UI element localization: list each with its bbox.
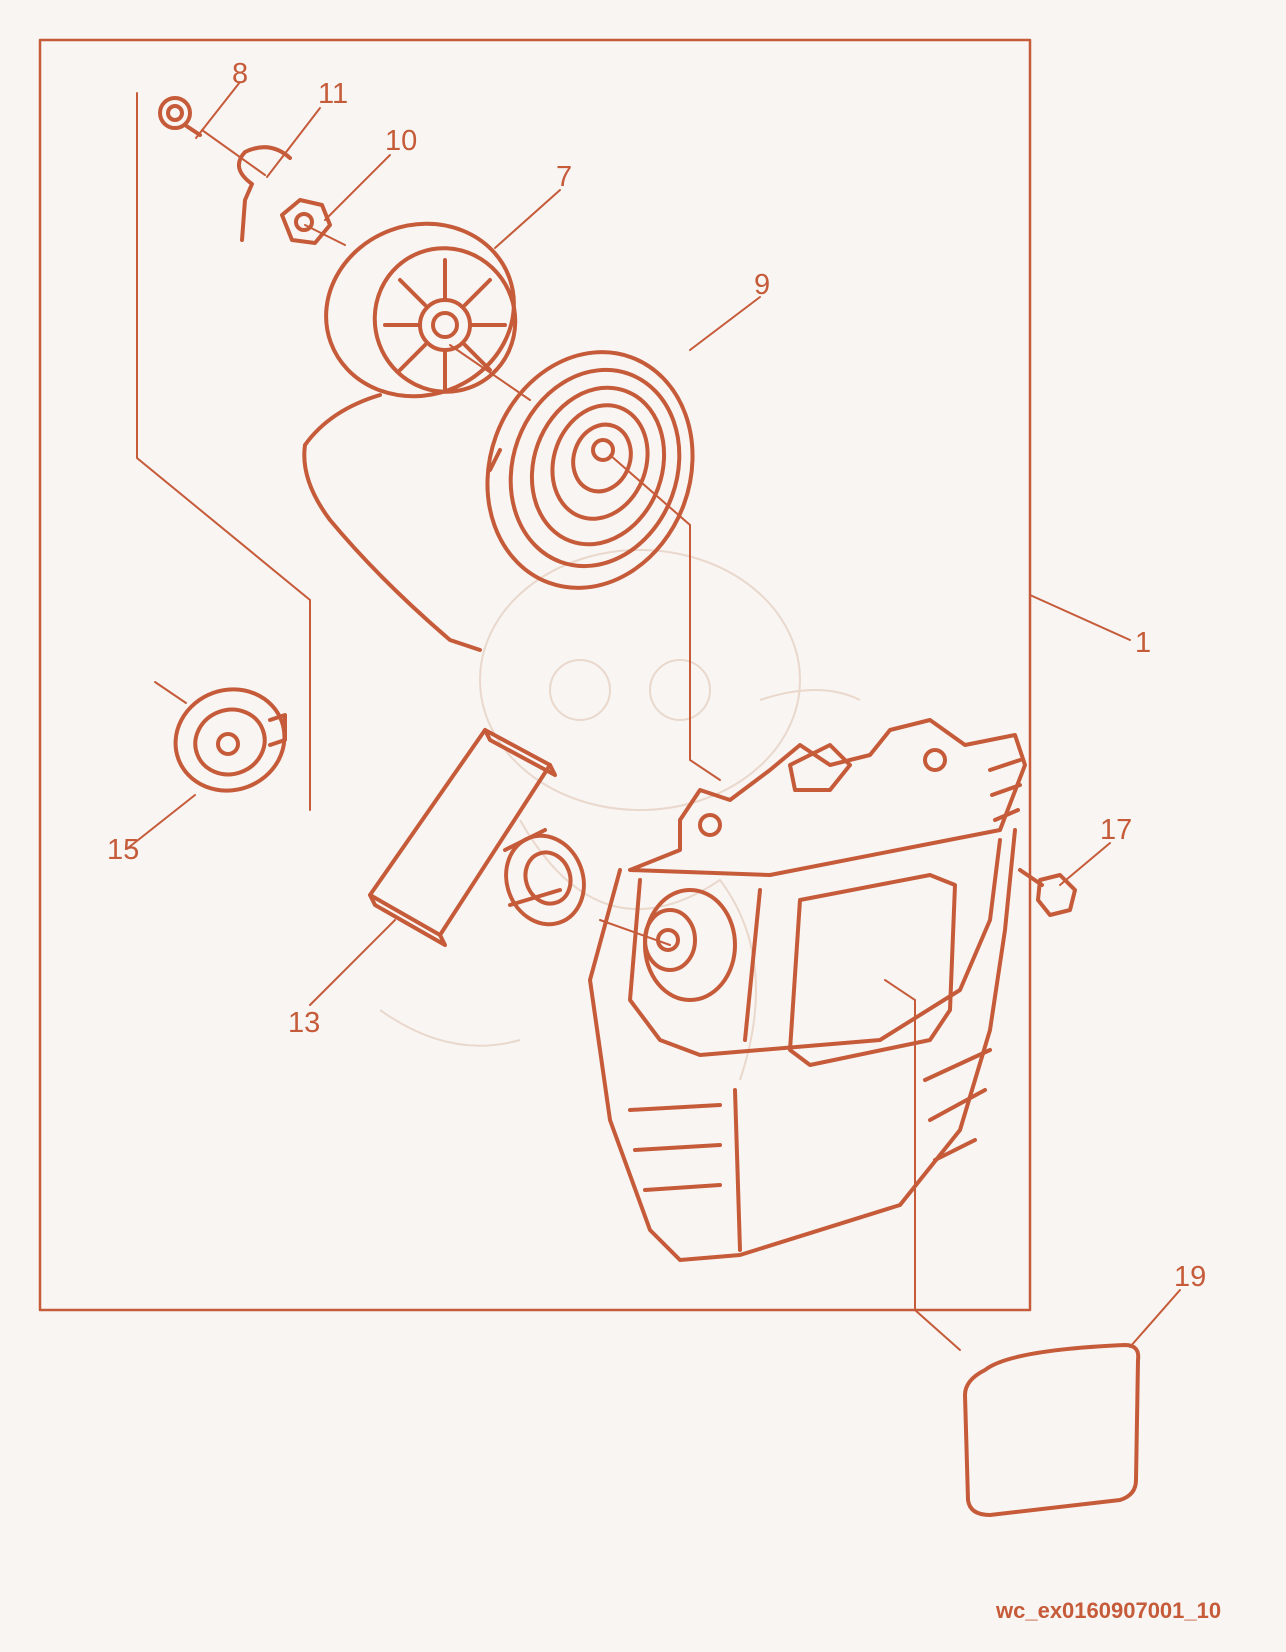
starter-housing-part: [588, 718, 1027, 1262]
callout-9: 9: [754, 269, 771, 301]
callout-10: 10: [385, 125, 418, 157]
watermark-mascot: [379, 549, 861, 1081]
callout-17: 17: [1100, 814, 1133, 846]
callout-8: 8: [232, 58, 249, 90]
starter-handle-part: [368, 728, 586, 947]
callout-19: 19: [1174, 1261, 1207, 1293]
callout-15: 15: [107, 834, 140, 866]
nut-part: [280, 198, 332, 245]
screw-part: [158, 96, 202, 137]
clip-part: [236, 145, 292, 242]
assembly-frame: [38, 38, 1032, 1312]
callout-1: 1: [1135, 627, 1152, 659]
callout-7: 7: [556, 161, 573, 193]
figure-id-label: wc_ex0160907001_10: [996, 1598, 1222, 1623]
callout-11: 11: [318, 78, 349, 110]
bolt-part: [1018, 868, 1077, 917]
spring-cover-part: [173, 687, 287, 793]
rope-pulley-part: [302, 221, 518, 652]
decal-plate-part: [963, 1343, 1141, 1517]
recoil-spring-part: [485, 350, 695, 590]
callout-13: 13: [288, 1007, 321, 1039]
